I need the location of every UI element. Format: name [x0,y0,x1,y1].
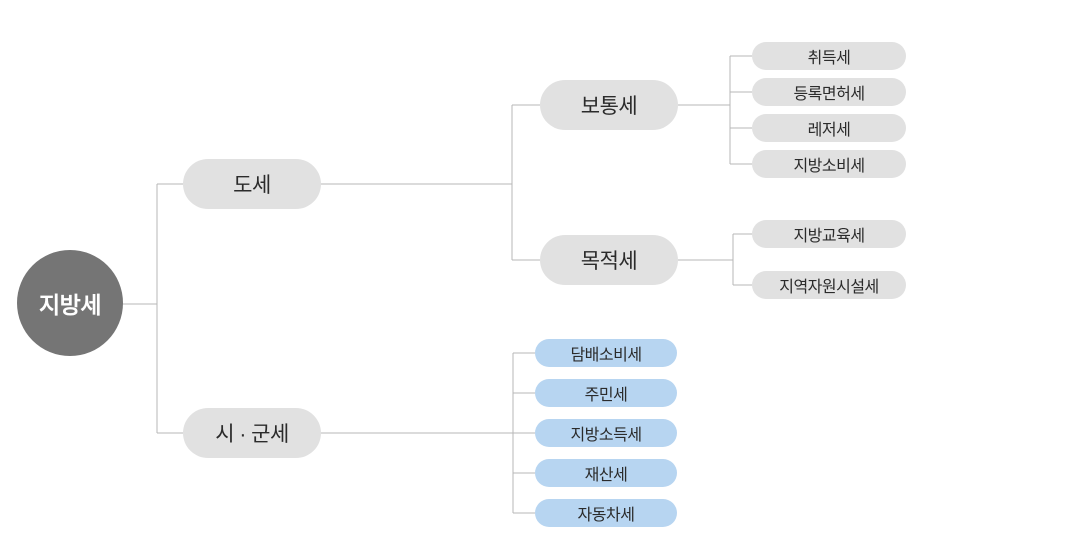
node-provincial-tax: 도세 [183,159,321,209]
node-local-income-tax: 지방소득세 [535,419,677,447]
node-resident-tax: 주민세 [535,379,677,407]
node-property-tax: 재산세 [535,459,677,487]
node-automobile-tax: 자동차세 [535,499,677,527]
node-ordinary-tax: 보통세 [540,80,678,130]
node-local-education-tax: 지방교육세 [752,220,906,248]
node-registration-license-tax: 등록면허세 [752,78,906,106]
node-leisure-tax: 레저세 [752,114,906,142]
node-city-county-tax: 시 · 군세 [183,408,321,458]
node-earmarked-tax: 목적세 [540,235,678,285]
node-local-consumption-tax: 지방소비세 [752,150,906,178]
node-tobacco-consumption-tax: 담배소비세 [535,339,677,367]
node-local-tax: 지방세 [17,250,123,356]
node-acquisition-tax: 취득세 [752,42,906,70]
node-regional-resource-facility-tax: 지역자원시설세 [752,271,906,299]
